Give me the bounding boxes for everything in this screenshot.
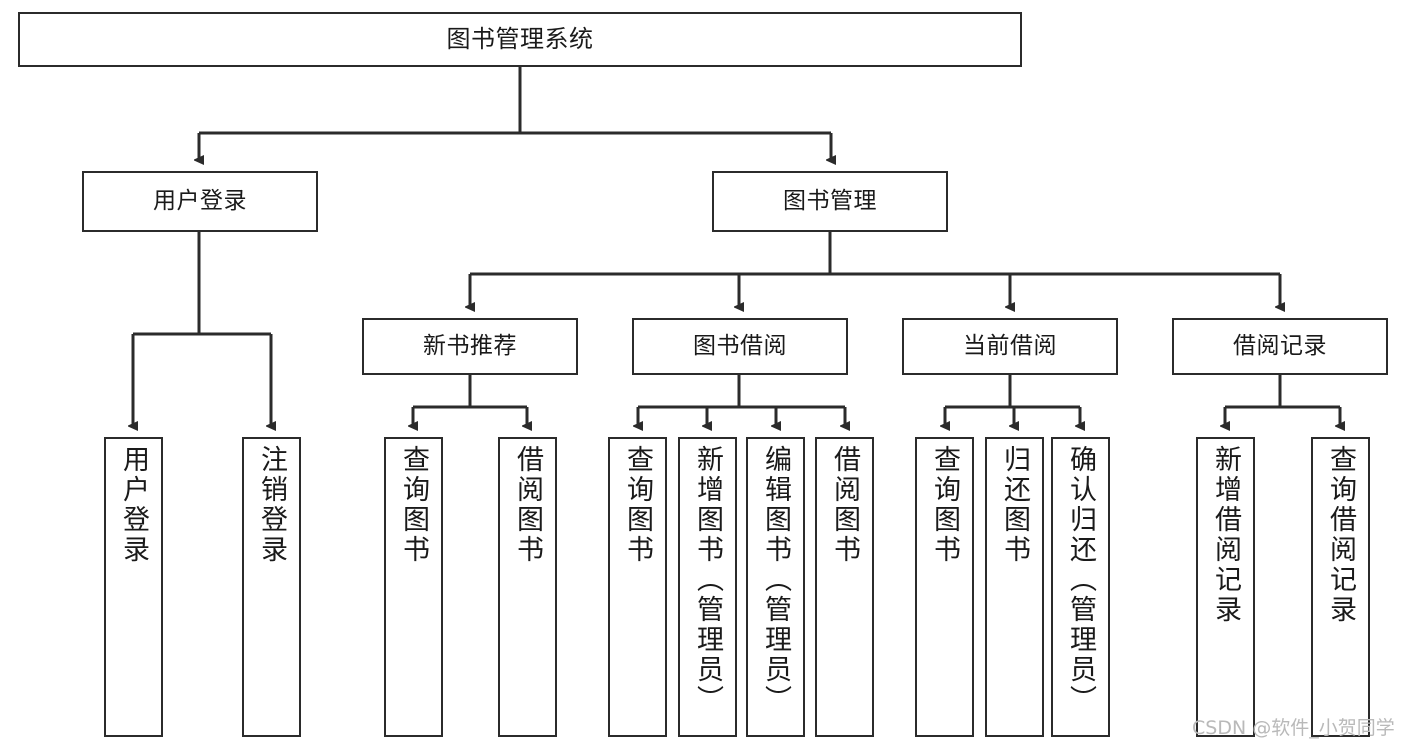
node-label: 新增借阅记录 — [1210, 445, 1241, 625]
node-label: 用户登录 — [153, 188, 247, 215]
node-current-borrow[interactable]: 当前借阅 — [902, 318, 1118, 375]
leaf-add-borrow-record[interactable]: 新增借阅记录 — [1196, 437, 1255, 737]
node-label: 查询图书 — [398, 445, 429, 565]
leaf-borrow-book[interactable]: 借阅图书 — [815, 437, 874, 737]
csdn-watermark: CSDN @软件_小贺同学 — [1192, 717, 1395, 739]
node-label: 确认归还（管理员） — [1065, 445, 1096, 715]
node-label: 注销登录 — [256, 445, 287, 565]
node-label: 归还图书 — [999, 445, 1030, 565]
node-root-system[interactable]: 图书管理系统 — [18, 12, 1022, 67]
node-new-book-rec[interactable]: 新书推荐 — [362, 318, 578, 375]
node-label: 查询图书 — [622, 445, 653, 565]
node-label: 编辑图书（管理员） — [760, 445, 791, 715]
node-label: 借阅记录 — [1233, 333, 1327, 360]
leaf-query-borrow-record[interactable]: 查询借阅记录 — [1311, 437, 1370, 737]
leaf-borrow-book-recommend[interactable]: 借阅图书 — [498, 437, 557, 737]
leaf-user-login[interactable]: 用户登录 — [104, 437, 163, 737]
node-label: 新书推荐 — [423, 333, 517, 360]
leaf-logout-login[interactable]: 注销登录 — [242, 437, 301, 737]
node-user-login[interactable]: 用户登录 — [82, 171, 318, 232]
leaf-return-book[interactable]: 归还图书 — [985, 437, 1044, 737]
leaf-query-book-current[interactable]: 查询图书 — [915, 437, 974, 737]
node-label: 查询图书 — [929, 445, 960, 565]
node-book-borrow[interactable]: 图书借阅 — [632, 318, 848, 375]
node-label: 用户登录 — [118, 445, 149, 565]
node-label: 当前借阅 — [963, 333, 1057, 360]
leaf-query-book-recommend[interactable]: 查询图书 — [384, 437, 443, 737]
node-borrow-record[interactable]: 借阅记录 — [1172, 318, 1388, 375]
node-label: 图书借阅 — [693, 333, 787, 360]
node-label: 借阅图书 — [512, 445, 543, 565]
node-label: 图书管理系统 — [446, 24, 594, 53]
leaf-confirm-return-admin[interactable]: 确认归还（管理员） — [1051, 437, 1110, 737]
leaf-add-book-admin[interactable]: 新增图书（管理员） — [678, 437, 737, 737]
node-book-manage[interactable]: 图书管理 — [712, 171, 948, 232]
leaf-edit-book-admin[interactable]: 编辑图书（管理员） — [746, 437, 805, 737]
leaf-query-book-borrow[interactable]: 查询图书 — [608, 437, 667, 737]
node-label: 借阅图书 — [829, 445, 860, 565]
node-label: 查询借阅记录 — [1325, 445, 1356, 625]
node-label: 新增图书（管理员） — [692, 445, 723, 715]
node-label: 图书管理 — [783, 188, 877, 215]
